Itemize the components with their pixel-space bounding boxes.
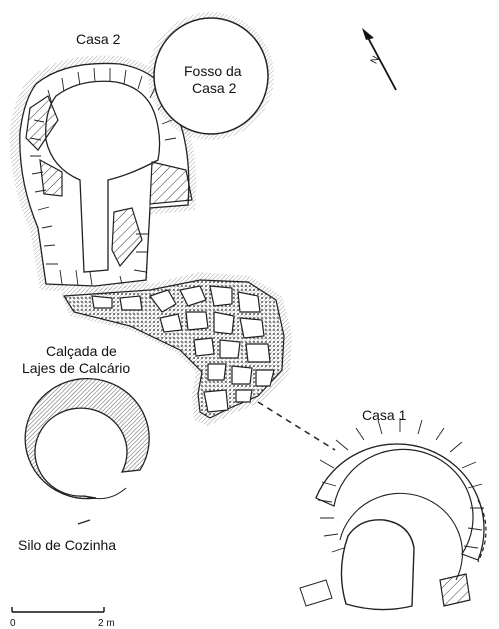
casa-2-hatched-block-se [111,207,143,268]
scale-end-label: 2 m [98,618,115,629]
casa-2-wall-stones [29,67,177,287]
label-calcada-line2: Lajes de Calcário [22,360,130,376]
silo-outer-arc [77,519,91,525]
casa-2-hatched-block-e [149,161,193,205]
north-letter: N [369,54,382,66]
label-calcada-line1: Calçada de [46,343,117,359]
label-fosso-line1: Fosso da [184,63,242,79]
north-arrow: N [362,28,397,91]
casa-1-hatched-stones [439,573,471,607]
label-silo-cozinha: Silo de Cozinha [18,537,116,553]
calcada-pavement [60,272,292,426]
label-fosso-line2: Casa 2 [192,80,237,96]
silo-ring [24,378,150,500]
casa-1-outer-stones-sw [299,579,333,607]
silo-inner-line [83,487,127,500]
casa-1-inner-ring [339,492,463,581]
calcada-stones [91,285,275,413]
casa-1-ring-stones [317,418,484,553]
casa-1-structure [299,418,487,611]
scale-start-label: 0 [10,618,16,629]
label-casa-2: Casa 2 [76,31,121,47]
label-casa-1: Casa 1 [362,407,407,423]
fosso-outline [153,17,269,135]
connector-dashed-line [257,401,336,451]
casa-2-hatched-block-nw [25,95,59,151]
fosso-casa-2 [148,12,274,140]
casa-2-interior [45,80,161,273]
casa-2-structure [9,55,197,292]
casa-1-dashed-gap [477,499,487,563]
scale-bar: 0 2 m [10,607,115,629]
casa-1-stone-slab [340,519,415,611]
north-arrow-head-icon [362,28,374,40]
silo-cozinha [24,378,150,525]
casa-2-hatched-block-w [39,158,63,197]
